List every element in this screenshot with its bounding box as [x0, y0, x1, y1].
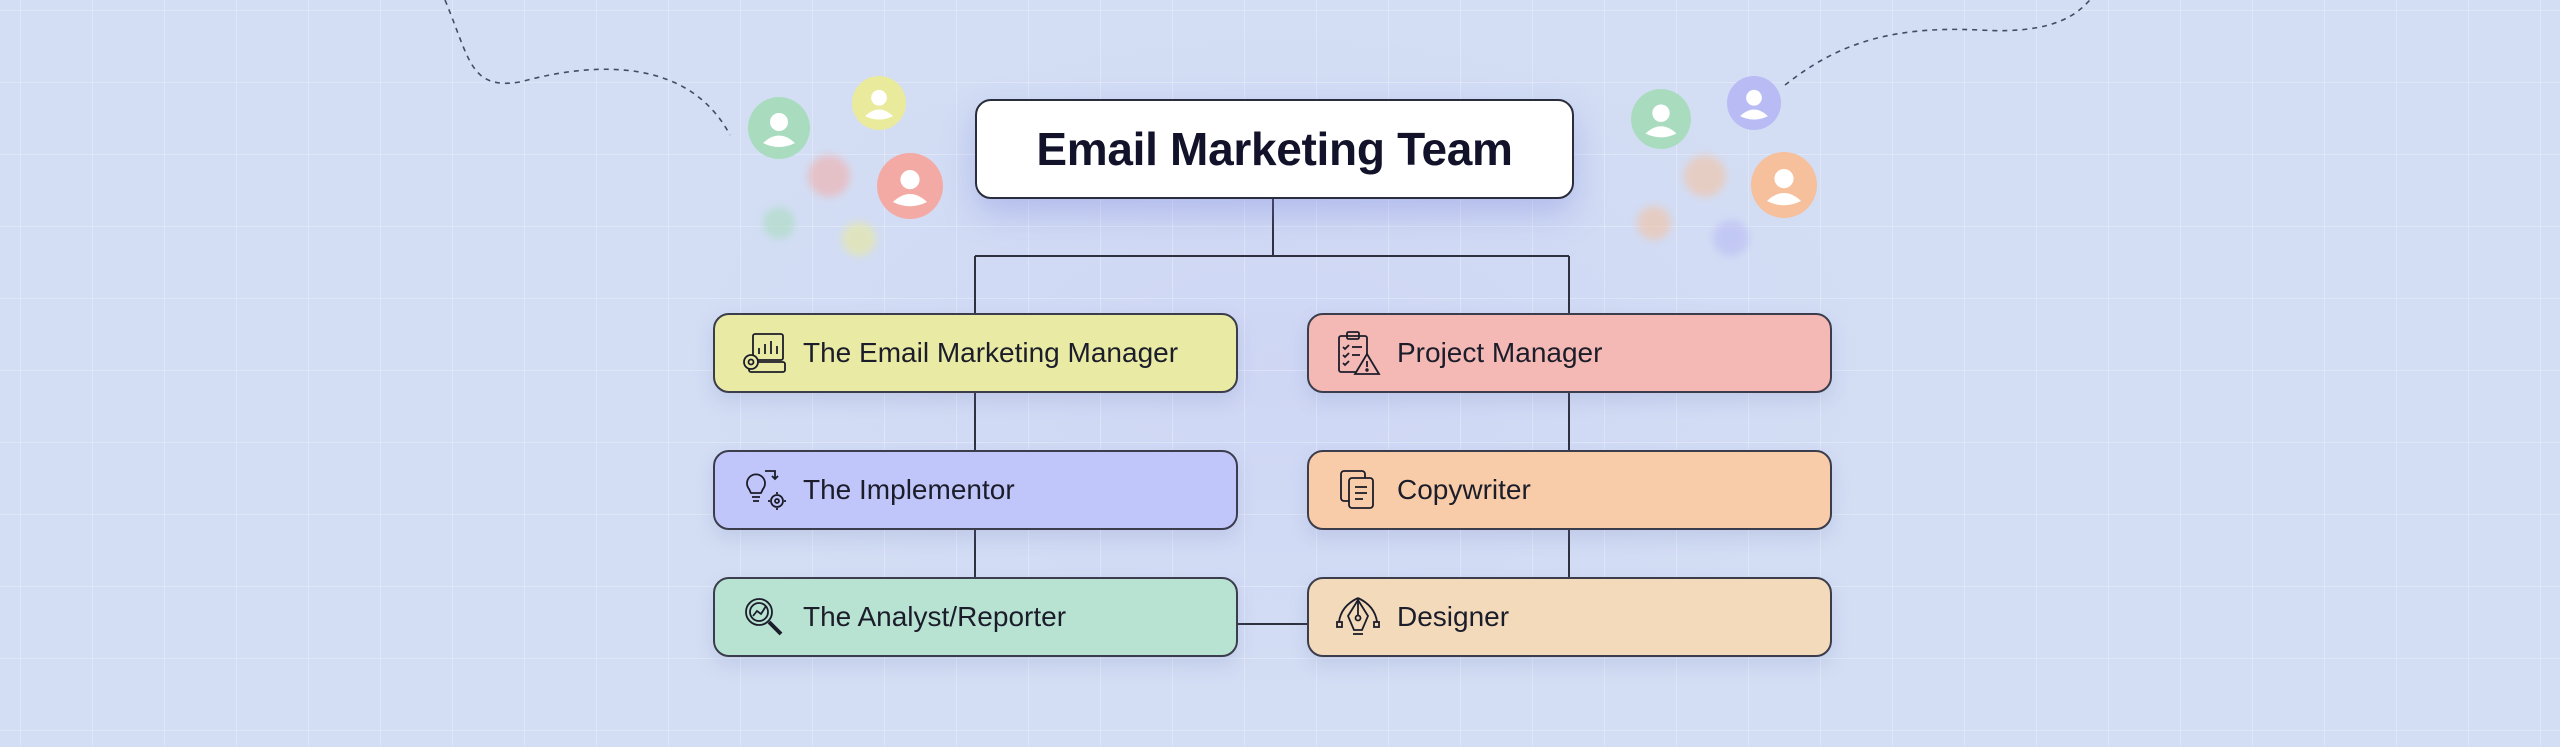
role-project-manager[interactable]: Project Manager: [1307, 313, 1832, 393]
avatar-blurred: [842, 222, 876, 256]
avatar-blurred: [1637, 206, 1671, 240]
avatar-blurred: [808, 155, 850, 197]
avatar: [748, 97, 810, 159]
role-analyst-reporter[interactable]: The Analyst/Reporter: [713, 577, 1238, 657]
avatar-blurred: [1684, 155, 1726, 197]
role-label: Project Manager: [1397, 337, 1603, 368]
user-icon: [852, 76, 906, 130]
role-designer[interactable]: Designer: [1307, 577, 1832, 657]
avatar: [877, 153, 943, 219]
decorative-dashed-curve-left: [444, 0, 731, 136]
decorative-dashed-curve-right: [1784, 0, 2091, 86]
role-label: The Analyst/Reporter: [803, 601, 1067, 632]
role-copywriter[interactable]: Copywriter: [1307, 450, 1832, 530]
role-label: The Email Marketing Manager: [803, 337, 1179, 368]
role-label: Copywriter: [1397, 474, 1531, 505]
avatar-blurred: [763, 207, 795, 239]
role-email-marketing-manager[interactable]: The Email Marketing Manager: [713, 313, 1238, 393]
page-title: Email Marketing Team: [1036, 123, 1513, 175]
document-copy-icon: [1340, 470, 1374, 509]
avatar: [1727, 76, 1781, 130]
title-box: Email Marketing Team: [975, 99, 1574, 199]
clipboard-warning-icon: [1338, 331, 1381, 375]
pen-tool-icon: [1336, 597, 1380, 635]
idea-gear-icon: [746, 470, 786, 510]
role-label: Designer: [1397, 601, 1510, 632]
analytics-board-icon: [743, 333, 786, 373]
avatar: [1631, 89, 1691, 149]
user-icon: [877, 153, 943, 219]
role-implementor[interactable]: The Implementor: [713, 450, 1238, 530]
user-icon: [1751, 152, 1817, 218]
role-label: The Implementor: [803, 474, 1015, 505]
avatar-blurred: [1713, 220, 1749, 256]
avatar: [852, 76, 906, 130]
user-icon: [748, 97, 810, 159]
user-icon: [1631, 89, 1691, 149]
magnifier-chart-icon: [745, 598, 783, 636]
user-icon: [1727, 76, 1781, 130]
avatar: [1751, 152, 1817, 218]
